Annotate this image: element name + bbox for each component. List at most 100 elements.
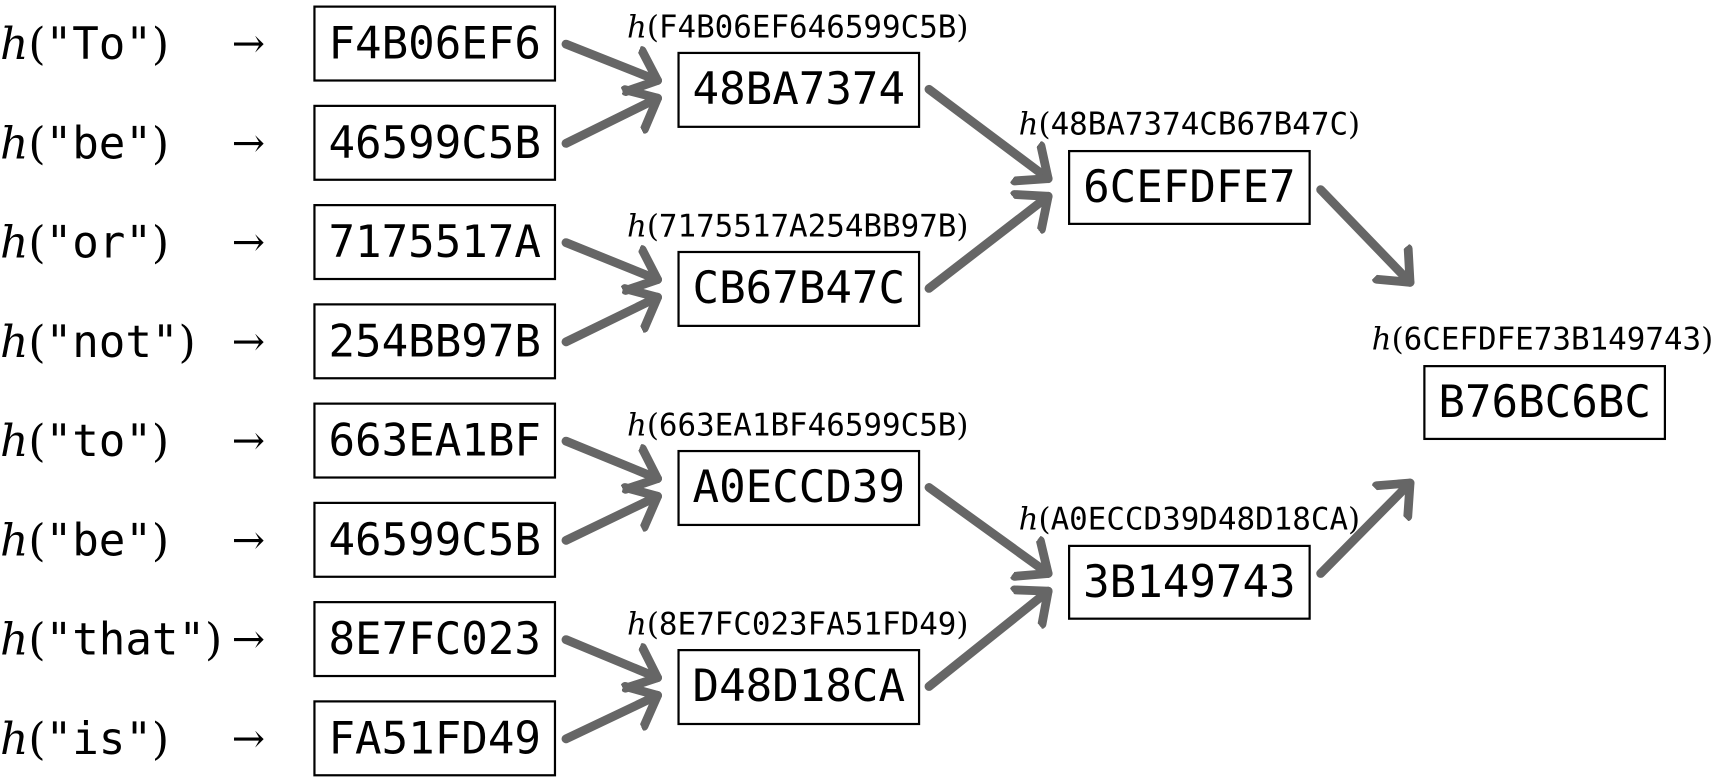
leaf-box [313,5,557,82]
leaf-box [313,700,557,777]
level1-hash: A0ECCD39 [693,462,906,513]
leaf-hash: FA51FD49 [328,713,541,764]
leaf-word: be [72,118,125,169]
hash-function-symbol: h [0,217,28,268]
maps-to-arrow-icon: → [232,319,265,365]
leaf-hash: 46599C5B [328,515,541,566]
open-paren: ( [28,217,45,268]
level2-node: h(48BA7374CB67B47C)6CEFDFE7 [1019,107,1360,225]
open-paren: ( [647,10,659,46]
open-paren: ( [28,118,45,169]
level1-to-level2-arrow [924,591,1053,691]
hash-function-symbol: h [0,416,28,467]
open-paren: ( [28,19,45,70]
level1-node: h(663EA1BF46599C5B) A0ECCD39 [627,408,968,527]
quote: " [46,217,73,268]
leaf-box [313,402,557,479]
level2-node: h(A0ECCD39D48D18CA)3B149743 [1019,501,1360,620]
open-paren: ( [647,209,659,245]
leaf-hash: 7175517A [328,217,541,268]
leaf-word: that [72,614,178,665]
close-paren: ) [1348,107,1360,143]
hash-function-symbol: h [627,607,647,643]
open-paren: ( [1392,322,1404,358]
quote: " [152,316,179,367]
quote: " [125,713,152,764]
level2-box [1068,544,1311,620]
leaf-word: not [72,316,152,367]
close-paren: ) [152,217,169,268]
close-paren: ) [1348,501,1360,537]
open-paren: ( [28,416,45,467]
leaf-to-level1-arrow [561,436,662,478]
leaf-node: h("to")→663EA1BF [0,402,557,479]
maps-to-arrow-icon: → [232,617,265,663]
leaf-to-level1-arrow [561,695,662,744]
quote: " [178,614,205,665]
close-paren: ) [152,713,169,764]
open-paren: ( [1039,107,1051,143]
leaf-to-level1-arrow [561,635,662,678]
open-paren: ( [28,713,45,764]
level2-to-root-arrow [1316,185,1415,287]
level1-input-label: h(663EA1BF46599C5B) [627,408,968,444]
hash-function-symbol: h [0,713,28,764]
leaf-box [313,303,557,380]
hash-function-symbol: h [1372,322,1392,358]
leaf-node: h("To")→F4B06EF6 [0,5,557,82]
arrows [561,39,1415,744]
leaf-node: h("that")→ 8E7FC023 [0,601,557,678]
leaf-input-label: h("that") [0,614,222,665]
root-node: h(6CEFDFE73B149743) B76BC6BC [1372,322,1713,441]
level2-to-root-arrow [1316,478,1415,578]
level1-input-label: h(8E7FC023FA51FD49) [627,607,968,643]
leaf-node: h("or")→7175517A [0,204,557,281]
leaf-to-level1-arrow [561,238,662,280]
leaf-hash: 254BB97B [328,316,541,367]
level1-input-label: h(7175517A254BB97B) [627,209,968,245]
hash-function-symbol: h [0,316,28,367]
level2-input-label: h(48BA7374CB67B47C) [1019,107,1360,143]
level2-box [1068,149,1311,225]
close-paren: ) [205,614,222,665]
hash-function-symbol: h [1019,107,1039,143]
maps-to-arrow-icon: → [232,220,265,266]
maps-to-arrow-icon: → [232,517,265,563]
leaf-to-level1-arrow [561,297,662,347]
close-paren: ) [956,607,968,643]
level1-to-level2-arrow [924,196,1053,293]
level1-box [677,449,921,527]
maps-to-arrow-icon: → [232,716,265,762]
open-paren: ( [28,515,45,566]
hash-input: A0ECCD39D48D18CA [1051,501,1349,537]
close-paren: ) [1701,322,1713,358]
maps-to-arrow-icon: → [232,120,265,166]
leaf-node: h("is")→FA51FD49 [0,700,557,777]
leaf-to-level1-arrow [561,496,662,545]
close-paren: ) [152,515,169,566]
hash-input: 6CEFDFE73B149743 [1404,322,1701,358]
leaf-hash: 8E7FC023 [328,614,541,665]
leaf-input-label: h("To") [0,19,169,70]
hash-function-symbol: h [627,408,647,444]
leaf-input-label: h("is") [0,713,169,764]
leaf-box [313,104,557,181]
close-paren: ) [178,316,195,367]
leaf-hash: 663EA1BF [328,416,541,467]
leaf-node: h("be")→46599C5B [0,104,557,181]
leaf-word: be [72,515,125,566]
close-paren: ) [152,118,169,169]
level2-hash: 3B149743 [1083,557,1296,608]
open-paren: ( [1039,501,1051,537]
quote: " [125,515,152,566]
leaf-hash: 46599C5B [328,118,541,169]
hash-function-symbol: h [627,10,647,46]
leaf-node: h("be")→46599C5B [0,501,557,578]
maps-to-arrow-icon: → [232,21,265,67]
root-hash: B76BC6BC [1438,377,1651,428]
quote: " [125,118,152,169]
hash-function-symbol: h [0,614,28,665]
leaf-to-level1-arrow [561,98,662,148]
leaf-word: to [72,416,125,467]
